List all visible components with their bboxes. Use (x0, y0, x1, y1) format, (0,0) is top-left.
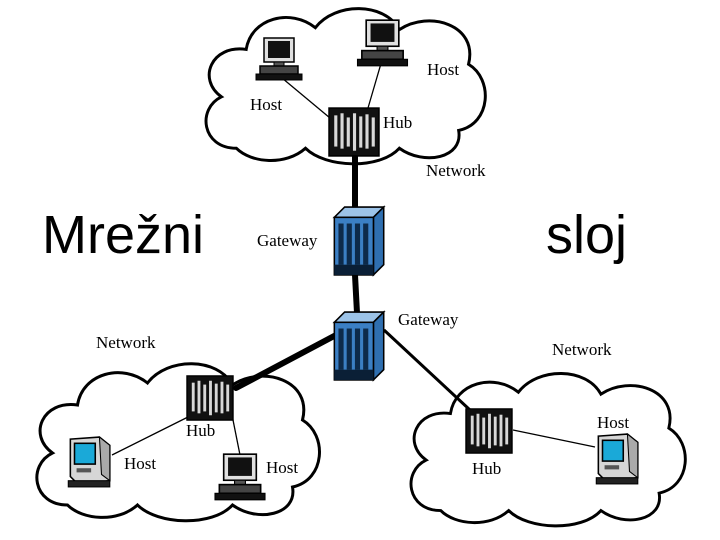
link-top-host-left-hub (281, 77, 331, 119)
label-bottom-gateway: Gateway (398, 310, 459, 329)
br-host-icon[interactable] (595, 433, 639, 485)
bl-hub-icon[interactable] (186, 375, 234, 421)
label-br-hub: Hub (472, 459, 501, 478)
thin-links (111, 59, 596, 456)
link-gateway-bl-hub (233, 332, 339, 391)
label-bl-hub: Hub (186, 421, 215, 440)
label-top-gateway: Gateway (257, 231, 318, 250)
link-bl-hub-host-right (231, 414, 241, 456)
link-gateway-br-hub (382, 328, 472, 412)
link-br-hub-host (512, 429, 596, 448)
label-top-hub: Hub (383, 113, 412, 132)
label-bl-host-left: Host (124, 454, 156, 473)
label-bl-network: Network (96, 333, 156, 352)
label-top-network: Network (426, 161, 486, 180)
bottom-right-network-cloud (409, 371, 687, 528)
br-hub-icon[interactable] (465, 408, 513, 454)
title-right-word: sloj (546, 205, 627, 265)
label-br-network: Network (552, 340, 612, 359)
link-gateway-gateway (352, 272, 360, 316)
top-hub-icon[interactable] (328, 107, 380, 157)
label-bl-host-right: Host (266, 458, 298, 477)
top-gateway-icon[interactable] (333, 206, 385, 276)
title-left-word: Mrežni (42, 205, 204, 265)
label-top-host-right: Host (427, 60, 459, 79)
label-top-host-left: Host (250, 95, 282, 114)
bottom-gateway-icon[interactable] (333, 311, 385, 381)
thick-links (233, 149, 360, 391)
link-top-host-right-hub (367, 59, 383, 109)
label-br-host: Host (597, 413, 629, 432)
bl-host-left-icon[interactable] (67, 436, 111, 488)
link-bl-hub-host-left (111, 414, 193, 456)
